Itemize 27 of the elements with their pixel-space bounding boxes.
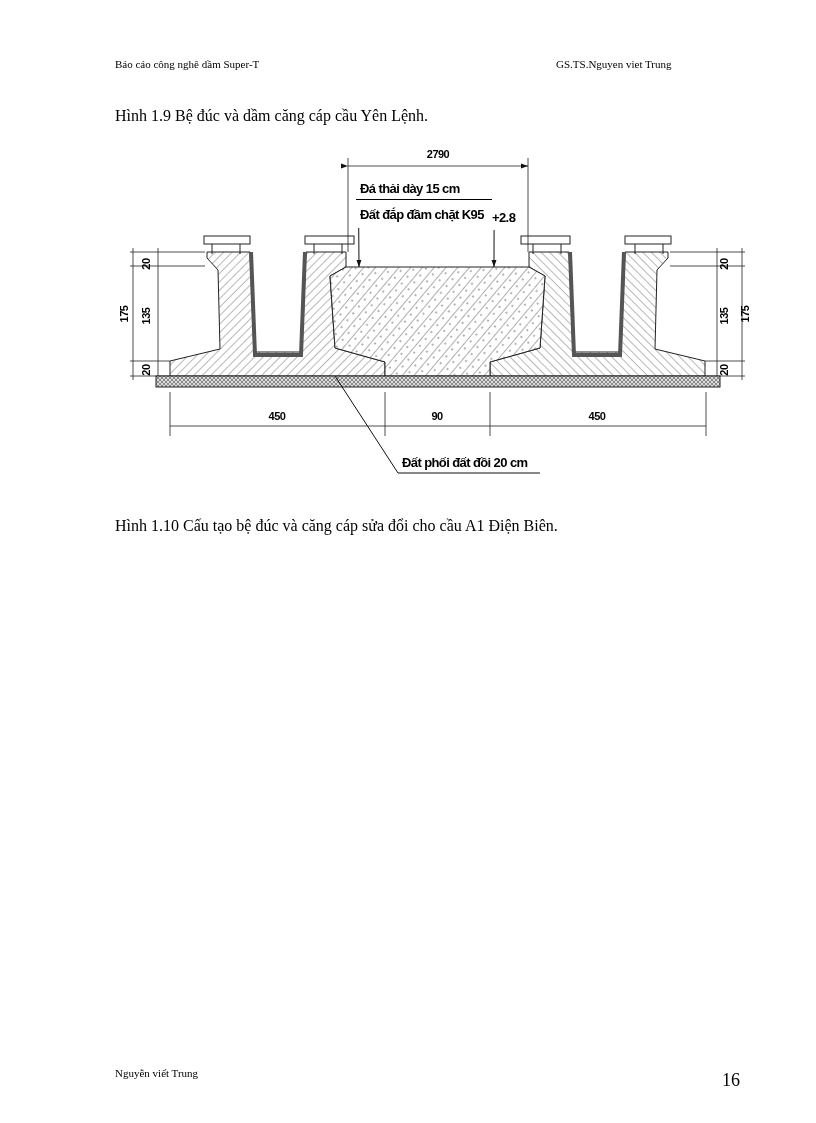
dimension-label: 20 bbox=[140, 364, 152, 376]
page-header-text: GS.TS.Nguyen viet Trung bbox=[556, 59, 672, 70]
dimension-label: 450 bbox=[268, 410, 286, 422]
figure-title: Hình 1.9 Bệ đúc và dầm căng cáp cầu Yên Lệnh. bbox=[115, 106, 429, 127]
dimension-label: 20 bbox=[140, 258, 152, 270]
dimension-label: 135 bbox=[140, 307, 152, 325]
arrow bbox=[356, 227, 362, 268]
leader-line bbox=[334, 375, 541, 474]
figure-caption: Hình 1.10 Cấu tạo bệ đúc và căng cáp sửa đổi cho cầu A1 Điện Biên. bbox=[115, 518, 558, 534]
callout-text: +2.8 bbox=[491, 209, 517, 227]
callout-text: Đất phối đất đồi 20 cm bbox=[401, 454, 529, 472]
callout-text: Đất đắp đầm chặt K95 bbox=[359, 206, 485, 224]
dimension-label: 20 bbox=[718, 258, 730, 270]
dimension-label: 450 bbox=[588, 410, 606, 422]
page-number: 16 bbox=[722, 1071, 740, 1089]
dimension-label: 20 bbox=[718, 364, 730, 376]
dimension-label: 175 bbox=[118, 305, 130, 323]
dimension-label: 90 bbox=[431, 410, 443, 422]
page-header-text: Báo cáo công nghê dầm Super-T bbox=[115, 59, 260, 70]
page-header-text: Nguyễn viết Trung bbox=[115, 1068, 199, 1079]
dimension-label: 2790 bbox=[426, 148, 450, 160]
dimension-label: 175 bbox=[739, 305, 751, 323]
compacted-fill bbox=[329, 266, 546, 377]
arrow bbox=[491, 229, 497, 268]
base-layer bbox=[155, 375, 721, 388]
callout-text: Đá thải dày 15 cm bbox=[356, 178, 492, 200]
dimension-label: 135 bbox=[718, 307, 730, 325]
